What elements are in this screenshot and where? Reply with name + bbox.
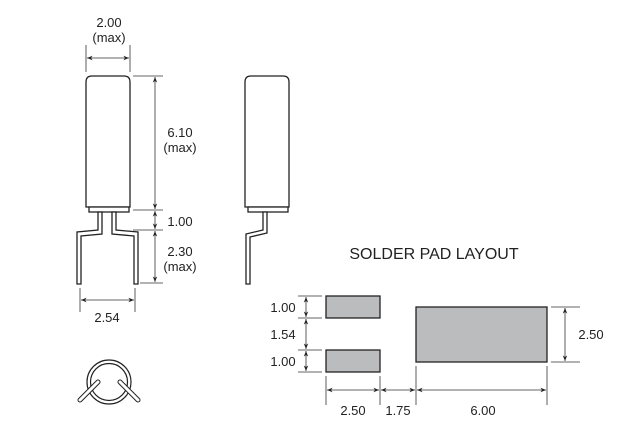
crystal-base: [88, 206, 130, 213]
crystal-body: [85, 75, 131, 208]
lead-length-note: (max): [163, 259, 196, 274]
standoff-label: 1.00: [167, 214, 192, 229]
large-pad: [415, 306, 548, 363]
pad-spacing-label: 1.75: [385, 403, 410, 418]
bottom-view-icon: [77, 359, 141, 405]
solder-pad-title: SOLDER PAD LAYOUT: [349, 246, 518, 263]
right-lead: [111, 211, 139, 285]
pad-gap-label: 1.54: [270, 327, 295, 342]
side-view: [244, 75, 290, 285]
large-pad-height-label: 2.50: [578, 327, 603, 342]
solder-pad-layout: SOLDER PAD LAYOUT 1.00 1.54 1.00 2.50 2.…: [270, 246, 603, 418]
width-label: 2.00: [96, 15, 121, 30]
small-pad-height-top-label: 1.00: [270, 300, 295, 315]
small-pad-width-label: 2.50: [340, 403, 365, 418]
height-label: 6.10: [167, 125, 192, 140]
small-pad-height-bottom-label: 1.00: [270, 354, 295, 369]
large-pad-width-label: 6.00: [470, 403, 495, 418]
lead-length-label: 2.30: [167, 244, 192, 259]
left-lead: [76, 211, 103, 285]
width-note: (max): [92, 30, 125, 45]
height-note: (max): [163, 140, 196, 155]
small-pad-top: [325, 295, 381, 319]
small-pad-bottom: [325, 349, 381, 373]
front-view: 2.00 (max) 6.10 (max) 1.00 2.30 (max) 2.…: [76, 15, 197, 325]
lead-pitch-label: 2.54: [94, 310, 119, 325]
